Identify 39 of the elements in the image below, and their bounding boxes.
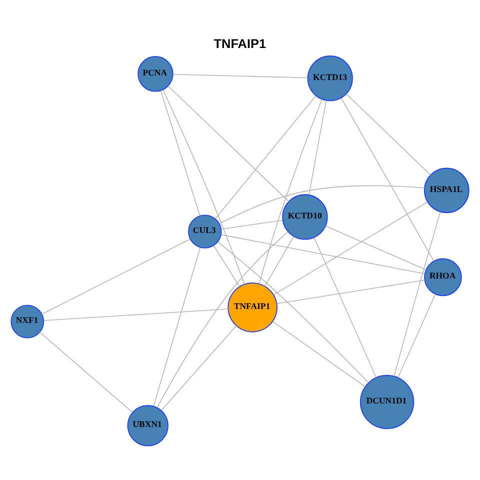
- connector: [218, 241, 369, 383]
- node-circle: NXF1: [10, 304, 44, 338]
- connector: [346, 93, 432, 175]
- connector: [160, 90, 200, 216]
- connector: [156, 230, 288, 408]
- node-circle: DCUN1D1: [360, 374, 414, 429]
- connector: [325, 225, 426, 270]
- connector: [264, 236, 294, 286]
- connector: [213, 244, 240, 287]
- connector: [273, 201, 428, 295]
- connector: [153, 246, 201, 406]
- node-circle: PCNA: [138, 56, 174, 92]
- connector: [272, 320, 366, 387]
- connector: [314, 236, 377, 378]
- connector: [398, 293, 436, 378]
- diagram-title: TNFAIP1: [214, 35, 266, 50]
- connector: [162, 88, 245, 284]
- connector: [258, 98, 322, 284]
- node-circle: UBXN1: [127, 404, 168, 446]
- node-circle: HSPA1L: [424, 167, 470, 213]
- connector: [39, 331, 133, 412]
- connector: [172, 73, 308, 78]
- node-circle: CUL3: [188, 214, 222, 248]
- connector: [160, 324, 237, 410]
- connector: [394, 210, 441, 376]
- connector: [308, 100, 326, 195]
- connector: [220, 219, 283, 230]
- connector: [220, 234, 426, 274]
- connector: [276, 279, 426, 304]
- node-circle: TNFAIP1: [228, 282, 278, 332]
- node-circle: KCTD13: [307, 55, 353, 101]
- connector: [219, 184, 425, 224]
- connector: [168, 85, 290, 202]
- connector: [215, 95, 316, 219]
- connector: [340, 97, 434, 262]
- connector: [43, 308, 229, 320]
- connector: [41, 238, 190, 314]
- node-circle: KCTD10: [282, 194, 328, 240]
- node-circle: RHOA: [424, 258, 462, 296]
